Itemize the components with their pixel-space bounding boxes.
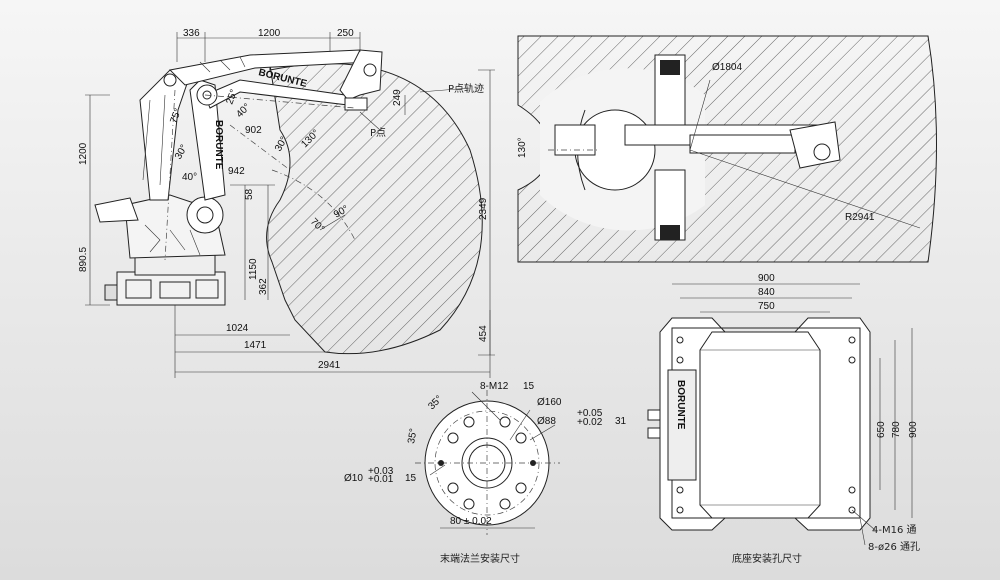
dim-249: 249 <box>392 89 403 106</box>
flange-bolt-holes <box>438 416 536 510</box>
base-w750: 750 <box>758 301 775 312</box>
base-caption: 底座安装孔尺寸 <box>732 552 802 565</box>
side-view: BORUNTE BORUNTE <box>78 28 495 378</box>
dim-902: 902 <box>245 125 262 136</box>
trajectory-label: P点轨迹 <box>448 82 484 95</box>
angle-label: 75° <box>168 107 184 125</box>
base-view: BORUNTE 900 840 750 650 780 900 4-M16 通 … <box>647 273 920 565</box>
flange-d88-tol-dn: +0.02 <box>577 417 603 428</box>
dim-1024: 1024 <box>226 323 249 334</box>
flange-angle-a: 35° <box>426 394 444 412</box>
dim-58: 58 <box>244 188 255 200</box>
flange-d88-tol-up: +0.05 <box>577 408 603 419</box>
robot-base <box>104 254 226 306</box>
base-bolts: 4-M16 通 <box>872 524 917 536</box>
top-view: Ø1804 130° R2941 <box>517 35 937 263</box>
base-brand-text: BORUNTE <box>675 380 686 430</box>
base-h650: 650 <box>876 421 887 438</box>
dim-890-5: 890.5 <box>78 247 89 272</box>
dim-2941: 2941 <box>318 360 341 371</box>
top-radius: R2941 <box>845 212 875 223</box>
angle-label: 30° <box>173 143 190 162</box>
axis-line <box>164 89 176 261</box>
flange-d10-tol-dn: +0.01 <box>368 474 394 485</box>
angle-label: 40° <box>182 172 197 183</box>
flange-caption: 末端法兰安装尺寸 <box>440 552 520 565</box>
dim-942: 942 <box>228 166 245 177</box>
dimension-lines <box>85 32 495 378</box>
flange-thread-depth: 15 <box>523 381 535 392</box>
flange-angle-b: 35° <box>406 428 419 445</box>
flange-view: 8-M12 15 Ø160 Ø88 +0.05 +0.02 31 Ø10 +0.… <box>344 381 627 565</box>
base-holes <box>676 336 856 514</box>
dim-336: 336 <box>183 28 200 39</box>
base-w840: 840 <box>758 287 775 298</box>
dim-250: 250 <box>337 28 354 39</box>
angle-label: 40° <box>234 102 252 120</box>
flange-d80: 80 ± 0.02 <box>450 516 492 527</box>
p-point-label: P点 <box>370 127 386 139</box>
arm-brand-text: BORUNTE <box>213 120 224 170</box>
base-w900: 900 <box>758 273 775 284</box>
dim-1200-top: 1200 <box>258 28 281 39</box>
workspace-region <box>266 63 483 355</box>
dim-362: 362 <box>258 278 269 295</box>
flange-d88: Ø88 <box>537 416 556 427</box>
axis-line <box>271 169 356 241</box>
dim-454: 454 <box>478 325 489 342</box>
robot-body <box>94 194 226 259</box>
base-h900: 900 <box>908 421 919 438</box>
flange-d88-depth: 31 <box>615 416 627 427</box>
base-h780: 780 <box>891 421 902 438</box>
dim-2349: 2349 <box>478 197 489 220</box>
dim-1200-left: 1200 <box>78 142 89 165</box>
flange-d10-tol-up: +0.03 <box>368 466 394 477</box>
top-robot <box>554 54 841 241</box>
rear-arm <box>139 69 191 201</box>
angle-label: 25° <box>224 88 240 106</box>
flange-d160: Ø160 <box>537 397 562 408</box>
top-diameter: Ø1804 <box>712 62 742 73</box>
wrist <box>339 49 383 111</box>
flange-thread: 8-M12 <box>480 381 509 392</box>
dim-1150: 1150 <box>248 258 259 280</box>
flange-d10: Ø10 <box>344 473 363 484</box>
flange-d10-depth: 15 <box>405 473 417 484</box>
dim-1471: 1471 <box>244 340 267 351</box>
top-angle: 130° <box>517 137 528 158</box>
base-holes-label: 8-ø26 通孔 <box>868 541 920 553</box>
